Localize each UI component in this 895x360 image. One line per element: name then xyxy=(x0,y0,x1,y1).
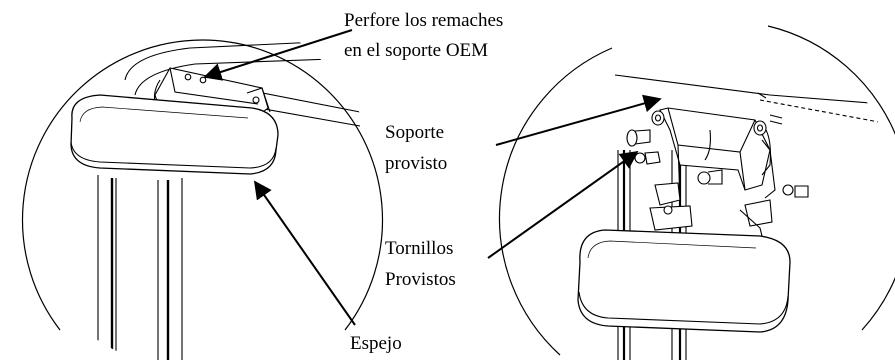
screw-head xyxy=(697,171,711,185)
right-detail-view xyxy=(498,25,895,360)
arrow-supplied-bracket xyxy=(495,94,662,146)
left-frame-top xyxy=(124,39,361,81)
screw-head xyxy=(626,129,638,147)
right-view-circle-right xyxy=(767,25,895,331)
left-detail-view xyxy=(21,39,384,360)
washer xyxy=(651,110,665,126)
label-drill-rivets-line1: Perfore los remaches xyxy=(344,10,503,31)
right-view-circle-left xyxy=(498,47,613,356)
label-screws-line2: Provistos xyxy=(385,269,456,290)
arrow-mirror xyxy=(253,180,356,326)
screw xyxy=(769,114,783,125)
supplied-bracket xyxy=(649,107,776,261)
rivet-hole xyxy=(252,96,260,104)
screw xyxy=(757,92,767,99)
left-view-circle xyxy=(21,39,384,331)
nut xyxy=(794,185,809,198)
label-screws-line1: Tornillos xyxy=(385,238,453,259)
right-mirror-head xyxy=(577,229,791,333)
rivet-hole xyxy=(184,73,192,81)
mirror-arm xyxy=(97,175,183,360)
mirror-head xyxy=(70,94,279,175)
callout-arrows xyxy=(203,29,662,326)
washer xyxy=(753,120,767,136)
arrow-drill-rivets xyxy=(203,29,353,81)
rivet-hole xyxy=(199,76,207,84)
label-drill-rivets-line2: en el soporte OEM xyxy=(344,40,488,61)
nut xyxy=(644,151,661,165)
washer xyxy=(782,184,794,196)
washer xyxy=(634,152,646,164)
label-mirror: Espejo xyxy=(350,333,402,354)
label-bracket-line1: Soporte xyxy=(385,122,444,143)
arrow-supplied-screws xyxy=(487,150,639,259)
label-bracket-line2: provisto xyxy=(385,153,447,174)
